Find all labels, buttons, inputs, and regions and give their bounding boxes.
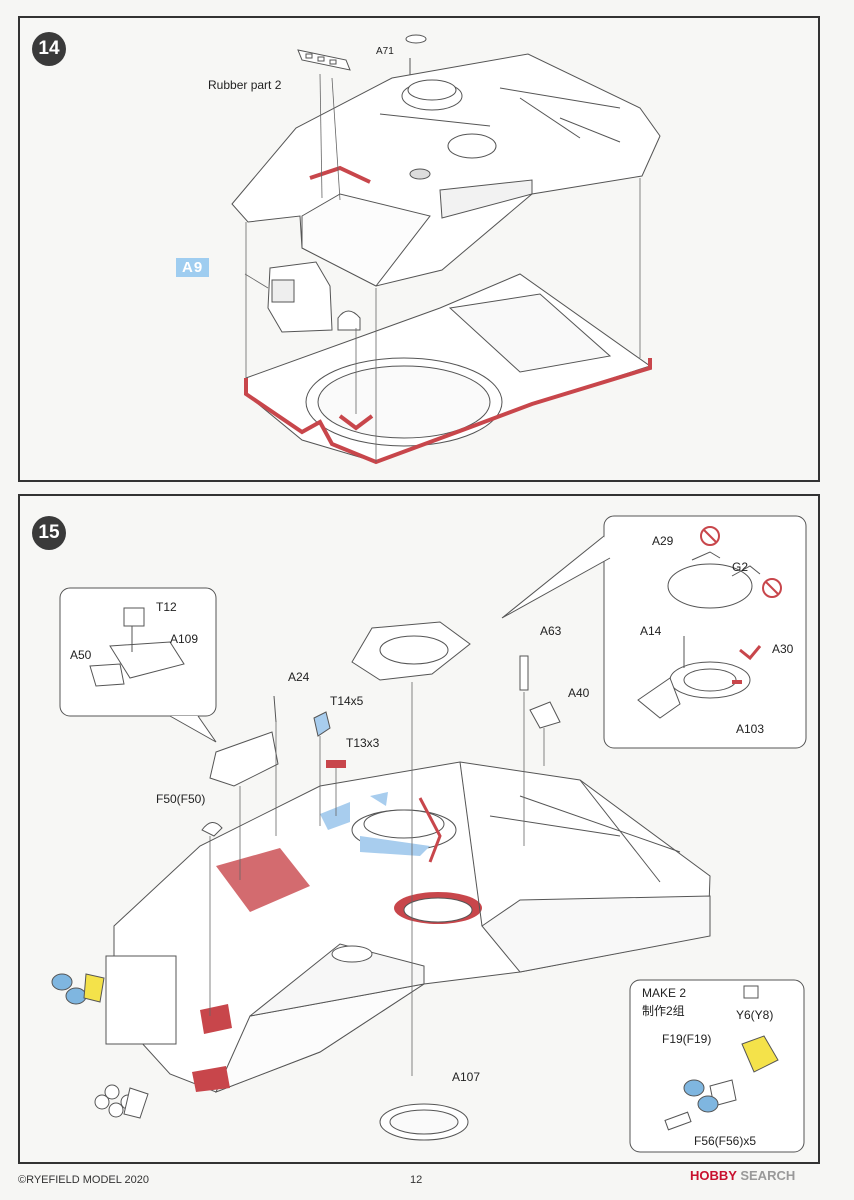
a71-part xyxy=(405,34,427,88)
label-a50: A50 xyxy=(70,648,92,662)
hobby-search-watermark: HOBBY SEARCH xyxy=(690,1168,795,1183)
smoke-dischargers xyxy=(94,1084,149,1119)
rubber-part-2 xyxy=(297,49,351,71)
label-a109: A109 xyxy=(170,632,199,646)
label-t12: T12 xyxy=(156,600,177,614)
label-y6: Y6(Y8) xyxy=(736,1008,774,1022)
label-g2: G2 xyxy=(732,560,749,574)
label-a63: A63 xyxy=(540,624,562,638)
footer-copyright: ©RYEFIELD MODEL 2020 xyxy=(18,1174,149,1186)
footer-page-number: 12 xyxy=(410,1174,423,1186)
step-15-panel: 15 xyxy=(18,494,820,1164)
inset-box-right xyxy=(603,515,807,749)
label-make2: MAKE 2 xyxy=(642,986,687,1000)
label-f56: F56(F56)x5 xyxy=(694,1134,757,1148)
label-a29: A29 xyxy=(652,534,674,548)
cupola-hatch xyxy=(351,621,471,681)
label-a14: A14 xyxy=(640,624,662,638)
step-14-badge: 14 xyxy=(32,32,66,66)
label-a103: A103 xyxy=(736,722,765,736)
step-14-panel: 14 xyxy=(18,16,820,482)
step-14-turret-illustration xyxy=(231,34,661,465)
label-make2-cn: 制作2组 xyxy=(642,1004,685,1018)
a9-part xyxy=(267,261,361,333)
step-15-badge: 15 xyxy=(32,516,66,550)
label-t14: T14x5 xyxy=(330,694,364,708)
label-a71: A71 xyxy=(376,46,394,57)
label-a30: A30 xyxy=(772,642,794,656)
label-rubber-part-2: Rubber part 2 xyxy=(208,78,282,92)
label-a40: A40 xyxy=(568,686,590,700)
label-a107: A107 xyxy=(452,1070,481,1084)
label-a9: A9 xyxy=(176,258,210,277)
label-f19: F19(F19) xyxy=(662,1032,712,1046)
step-15-illustration xyxy=(51,515,807,1141)
label-f50: F50(F50) xyxy=(156,792,206,806)
watermark-word-1: HOBBY xyxy=(690,1168,737,1183)
optics-assembly xyxy=(51,955,177,1045)
inset-left-parts xyxy=(89,607,185,687)
watermark-word-2: SEARCH xyxy=(740,1168,796,1183)
label-t13: T13x3 xyxy=(346,736,380,750)
label-a24: A24 xyxy=(288,670,310,684)
inset-right-parts xyxy=(637,526,782,719)
